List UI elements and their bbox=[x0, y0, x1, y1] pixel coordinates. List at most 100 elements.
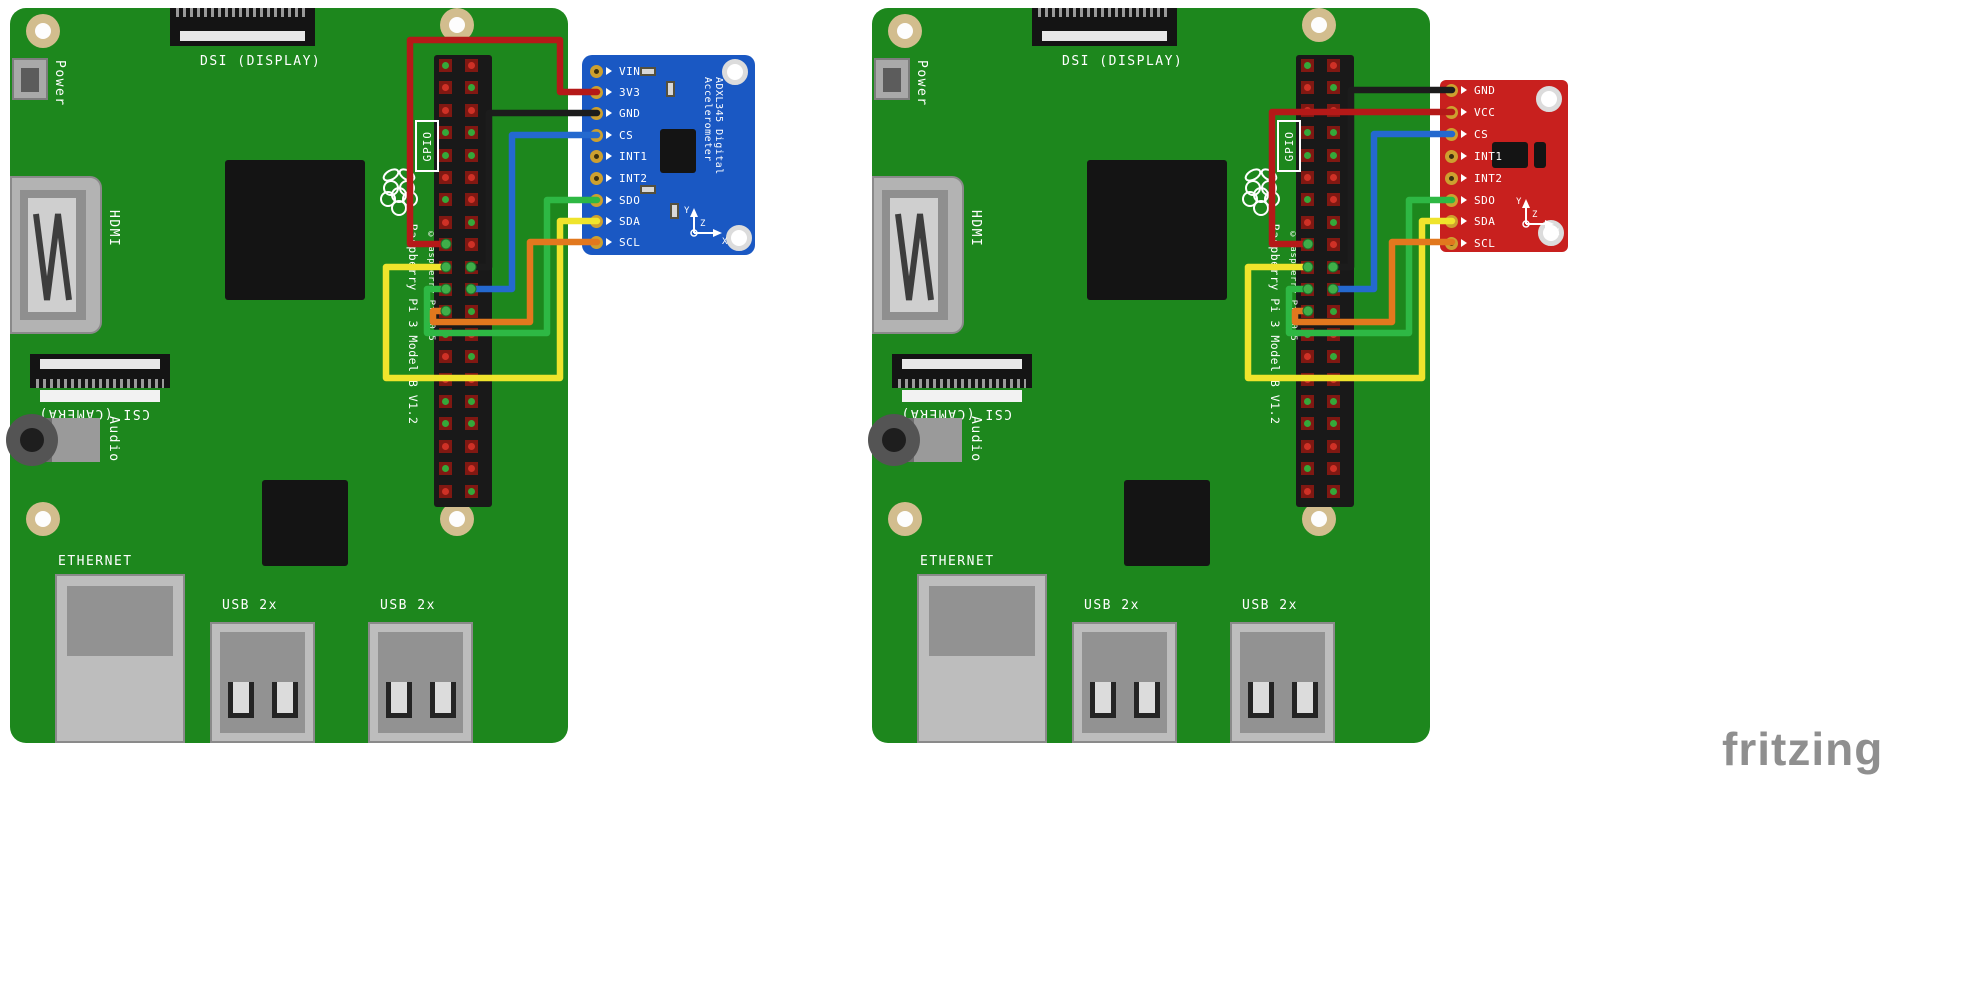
wire-right-sda-yellow[interactable] bbox=[1244, 217, 1456, 382]
wire-right-gnd-black[interactable] bbox=[1329, 86, 1456, 271]
pin-pad[interactable] bbox=[590, 149, 603, 163]
gpio-pin[interactable] bbox=[465, 350, 478, 364]
gpio-pin[interactable] bbox=[465, 462, 478, 476]
gpio-pin-contact bbox=[468, 241, 475, 249]
gpio-pin[interactable] bbox=[439, 417, 452, 431]
gpio-pin[interactable] bbox=[1327, 171, 1340, 184]
gpio-pin[interactable] bbox=[1327, 395, 1340, 408]
gpio-pin[interactable] bbox=[1301, 148, 1314, 162]
gpio-pin-contact bbox=[468, 353, 475, 361]
gpio-pin[interactable] bbox=[1327, 439, 1340, 453]
gpio-pin[interactable] bbox=[1327, 350, 1340, 364]
dsi-pins-hatch bbox=[1038, 8, 1171, 17]
dsi-label: DSI (DISPLAY) bbox=[1062, 54, 1184, 69]
gpio-pin[interactable] bbox=[465, 193, 478, 207]
gpio-pin[interactable] bbox=[439, 81, 452, 95]
gpio-pin[interactable] bbox=[1301, 81, 1314, 95]
wire-left-sdo-green[interactable] bbox=[423, 196, 601, 337]
gpio-pin[interactable] bbox=[1301, 439, 1314, 453]
wire-right-scl-orange[interactable] bbox=[1291, 238, 1456, 326]
gpio-pin[interactable] bbox=[1301, 417, 1314, 431]
gpio-pin[interactable] bbox=[1327, 238, 1340, 252]
wire-left-sda-yellow[interactable] bbox=[382, 217, 601, 382]
gpio-pin[interactable] bbox=[439, 59, 452, 72]
gpio-pin[interactable] bbox=[465, 171, 478, 184]
gpio-pin[interactable] bbox=[1327, 59, 1340, 72]
usb-hub-chip bbox=[1124, 480, 1210, 566]
gpio-pin[interactable] bbox=[1301, 350, 1314, 364]
axis-z-label: Z bbox=[1532, 210, 1538, 220]
gpio-pin[interactable] bbox=[439, 126, 452, 140]
gpio-pin[interactable] bbox=[465, 417, 478, 431]
pin-row-int2[interactable]: INT2 bbox=[1445, 168, 1503, 188]
wire-right-cs-blue[interactable] bbox=[1329, 130, 1456, 293]
raspberry-pi-board-2[interactable]: DSI (DISPLAY) Power HDMI CSI (CAMERA) Au… bbox=[868, 8, 1430, 743]
adxl345-adafruit-breakout[interactable]: ADXL345 Digital Accelerometer X Y Z VIN … bbox=[582, 55, 755, 255]
hdmi-connector bbox=[872, 176, 964, 334]
gpio-pin[interactable] bbox=[439, 148, 452, 162]
gpio-pin[interactable] bbox=[1301, 59, 1314, 72]
gpio-pin[interactable] bbox=[465, 126, 478, 140]
gpio-pin-contact bbox=[442, 218, 449, 226]
gpio-pin[interactable] bbox=[465, 81, 478, 95]
gpio-pin-contact bbox=[1304, 465, 1311, 473]
pin-pad[interactable] bbox=[1445, 171, 1458, 185]
gpio-pin[interactable] bbox=[1327, 193, 1340, 207]
gpio-pin[interactable] bbox=[1301, 484, 1314, 498]
gpio-pin[interactable] bbox=[1301, 395, 1314, 408]
wire-right-sdo-green[interactable] bbox=[1285, 196, 1456, 337]
gpio-pin[interactable] bbox=[1301, 193, 1314, 207]
gpio-pin[interactable] bbox=[439, 171, 452, 184]
fritzing-watermark: fritzing bbox=[1722, 723, 1884, 775]
gpio-pin[interactable] bbox=[465, 484, 478, 498]
gpio-pin[interactable] bbox=[439, 215, 452, 229]
pin-label: SDA bbox=[619, 214, 641, 228]
gpio-pin[interactable] bbox=[1327, 484, 1340, 498]
gpio-pin[interactable] bbox=[1327, 126, 1340, 140]
gpio-pin[interactable] bbox=[1327, 462, 1340, 476]
wire-left-cs-blue[interactable] bbox=[467, 131, 601, 293]
gpio-pin[interactable] bbox=[465, 103, 478, 117]
gpio-pin[interactable] bbox=[465, 395, 478, 408]
pin-label: 3V3 bbox=[619, 85, 641, 99]
gpio-pin[interactable] bbox=[439, 350, 452, 364]
gpio-pin[interactable] bbox=[1327, 81, 1340, 95]
wire-left-gnd-black[interactable] bbox=[467, 109, 601, 271]
pin-pad[interactable] bbox=[590, 171, 603, 185]
gpio-pin[interactable] bbox=[439, 462, 452, 476]
gpio-pin[interactable] bbox=[1301, 126, 1314, 140]
gpio-pin[interactable] bbox=[1301, 171, 1314, 184]
gpio-pin[interactable] bbox=[1327, 305, 1340, 319]
gpio-pin-contact bbox=[1304, 84, 1311, 92]
pin-row-int2[interactable]: INT2 bbox=[590, 168, 648, 188]
breakout-name-label: ADXL345 Digital Accelerometer bbox=[702, 77, 724, 175]
gpio-pin[interactable] bbox=[439, 484, 452, 498]
gpio-pin[interactable] bbox=[465, 305, 478, 319]
gpio-pin[interactable] bbox=[465, 215, 478, 229]
pin-row-int1[interactable]: INT1 bbox=[590, 146, 648, 166]
pin-pad[interactable] bbox=[1445, 149, 1458, 163]
gpio-pin-contact bbox=[468, 487, 475, 495]
gpio-pin[interactable] bbox=[465, 439, 478, 453]
gpio-pin[interactable] bbox=[1301, 462, 1314, 476]
pin-row-int1[interactable]: INT1 bbox=[1445, 146, 1503, 166]
pin-pad[interactable] bbox=[590, 64, 603, 78]
gpio-pin[interactable] bbox=[1327, 148, 1340, 162]
gpio-pin[interactable] bbox=[1327, 417, 1340, 431]
gpio-pin[interactable] bbox=[439, 439, 452, 453]
gpio-pin[interactable] bbox=[439, 395, 452, 408]
gpio-pin[interactable] bbox=[439, 103, 452, 117]
gpio-pin-contact bbox=[468, 420, 475, 428]
mounting-hole bbox=[1302, 502, 1336, 536]
pin-arrow-icon bbox=[606, 217, 616, 225]
gpio-pin[interactable] bbox=[465, 238, 478, 252]
gpio-pin[interactable] bbox=[465, 148, 478, 162]
wire-right-vcc-red[interactable] bbox=[1268, 108, 1456, 248]
pin-row-vin[interactable]: VIN bbox=[590, 61, 640, 81]
gpio-pin[interactable] bbox=[439, 193, 452, 207]
gpio-pin[interactable] bbox=[1327, 215, 1340, 229]
gpio-pin[interactable] bbox=[465, 59, 478, 72]
gpio-pin[interactable] bbox=[1301, 215, 1314, 229]
wire-left-scl-orange[interactable] bbox=[429, 238, 601, 326]
wire-left-3v3-red[interactable] bbox=[406, 36, 601, 248]
